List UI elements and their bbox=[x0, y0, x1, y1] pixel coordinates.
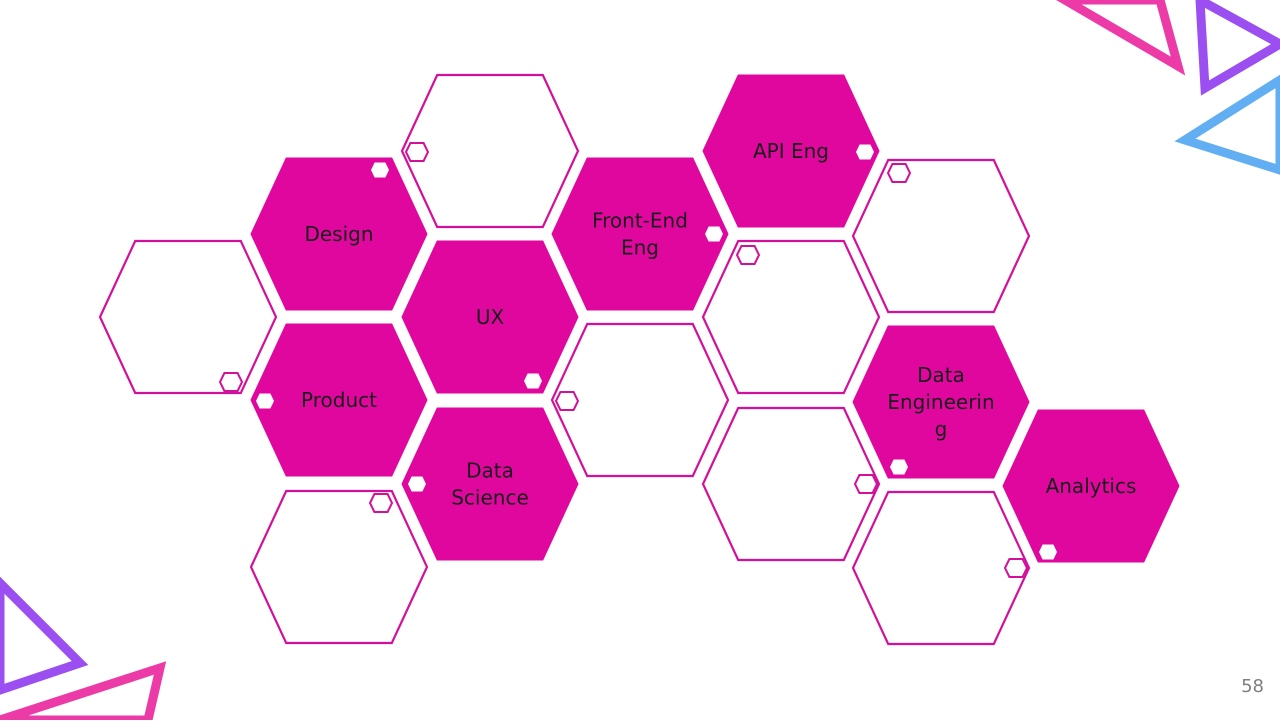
connector-hexagon bbox=[218, 372, 244, 392]
hexagon-label-ux: UX bbox=[476, 305, 505, 329]
connector-hexagon bbox=[856, 144, 874, 160]
hexagon-label-api-eng: API Eng bbox=[753, 139, 829, 163]
page-number: 58 bbox=[1241, 676, 1264, 697]
outline-hexagon bbox=[701, 239, 881, 395]
hexagon-shape bbox=[702, 74, 880, 228]
hexagon-shape bbox=[401, 240, 579, 394]
connector-hexagon bbox=[890, 459, 908, 475]
hexagon-label-design: Design bbox=[304, 222, 373, 246]
connector-hexagon bbox=[408, 476, 426, 492]
connector-hexagon bbox=[256, 393, 274, 409]
connector-hexagon bbox=[554, 391, 580, 411]
connector-hexagon bbox=[705, 226, 723, 242]
hexagon-shape bbox=[551, 157, 729, 311]
connector-hexagon bbox=[853, 474, 879, 494]
outline-hexagon bbox=[249, 489, 429, 645]
corner-triangle-purple-top bbox=[1195, 0, 1280, 96]
corner-triangle-blue-right bbox=[1174, 74, 1280, 175]
connector-hexagon bbox=[886, 163, 912, 183]
connector-hexagon bbox=[371, 162, 389, 178]
hexagon-label-analytics: Analytics bbox=[1046, 474, 1137, 498]
hexagon-shape bbox=[1002, 409, 1180, 563]
hexagon-api-eng: API Eng bbox=[702, 74, 880, 228]
hexagon-analytics: Analytics bbox=[1002, 409, 1180, 563]
outline-hexagon bbox=[701, 406, 881, 562]
connector-hexagon bbox=[404, 142, 430, 162]
connector-hexagon bbox=[735, 245, 761, 265]
corner-triangle-purple-bottom bbox=[0, 576, 89, 695]
corner-triangle-pink-top bbox=[1056, 0, 1186, 76]
hexagon-shape bbox=[250, 323, 428, 477]
corner-triangle-pink-bottom bbox=[0, 661, 167, 725]
outline-hexagon bbox=[98, 239, 278, 395]
hexagon-ux: UX bbox=[401, 240, 579, 394]
connector-hexagon bbox=[368, 493, 394, 513]
hexagon-shape bbox=[401, 407, 579, 561]
connector-hexagon bbox=[524, 373, 542, 389]
outline-hexagon bbox=[400, 73, 580, 229]
outline-hexagon bbox=[550, 322, 730, 478]
hexagon-shape bbox=[852, 325, 1030, 479]
connector-hexagon bbox=[1039, 544, 1057, 560]
outline-hexagon bbox=[851, 490, 1031, 646]
hexagon-product: Product bbox=[250, 323, 428, 477]
hexagon-shape bbox=[250, 157, 428, 311]
hexagon-design: Design bbox=[250, 157, 428, 311]
connector-hexagon bbox=[1003, 558, 1029, 578]
outline-hexagon bbox=[851, 158, 1031, 314]
hexagon-label-product: Product bbox=[301, 388, 377, 412]
